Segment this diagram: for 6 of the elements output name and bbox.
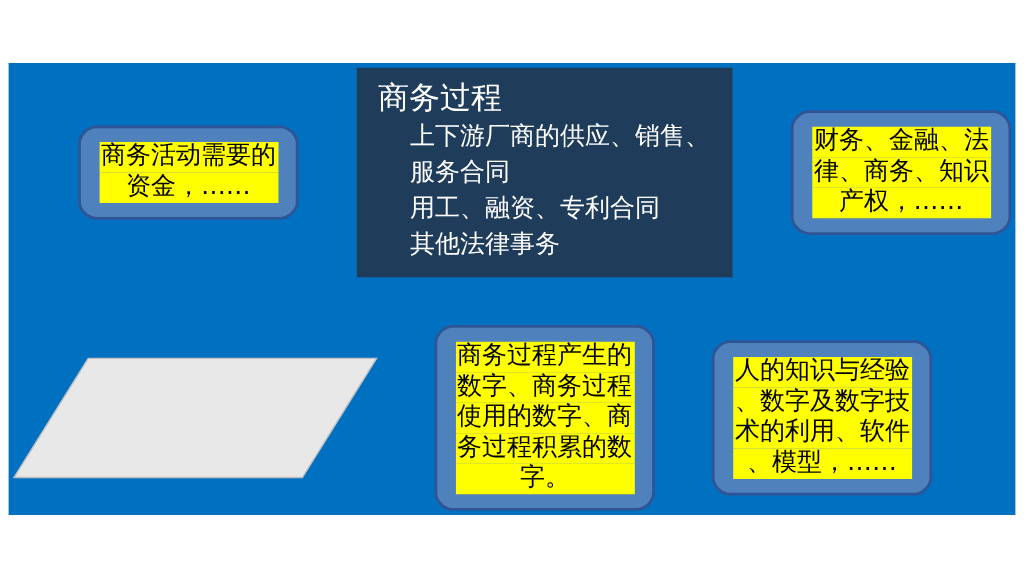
node-box: 商务活动需要的资金，…… bbox=[78, 124, 299, 220]
node-box: 财务、金融、法律、商务、知识产权，…… bbox=[790, 109, 1012, 235]
node-box: 人的知识与经验、数字及数字技术的利用、软件、模型，…… bbox=[711, 339, 933, 496]
node-box: 商务过程产生的数字、商务过程使用的数字、商务过程积累的数字。 bbox=[434, 324, 655, 511]
node-parallelogram bbox=[12, 357, 378, 478]
node-box: 商务过程 上下游厂商的供应、销售、服务合同 用工、融资、专利合同 其他法律事务 bbox=[356, 67, 733, 277]
